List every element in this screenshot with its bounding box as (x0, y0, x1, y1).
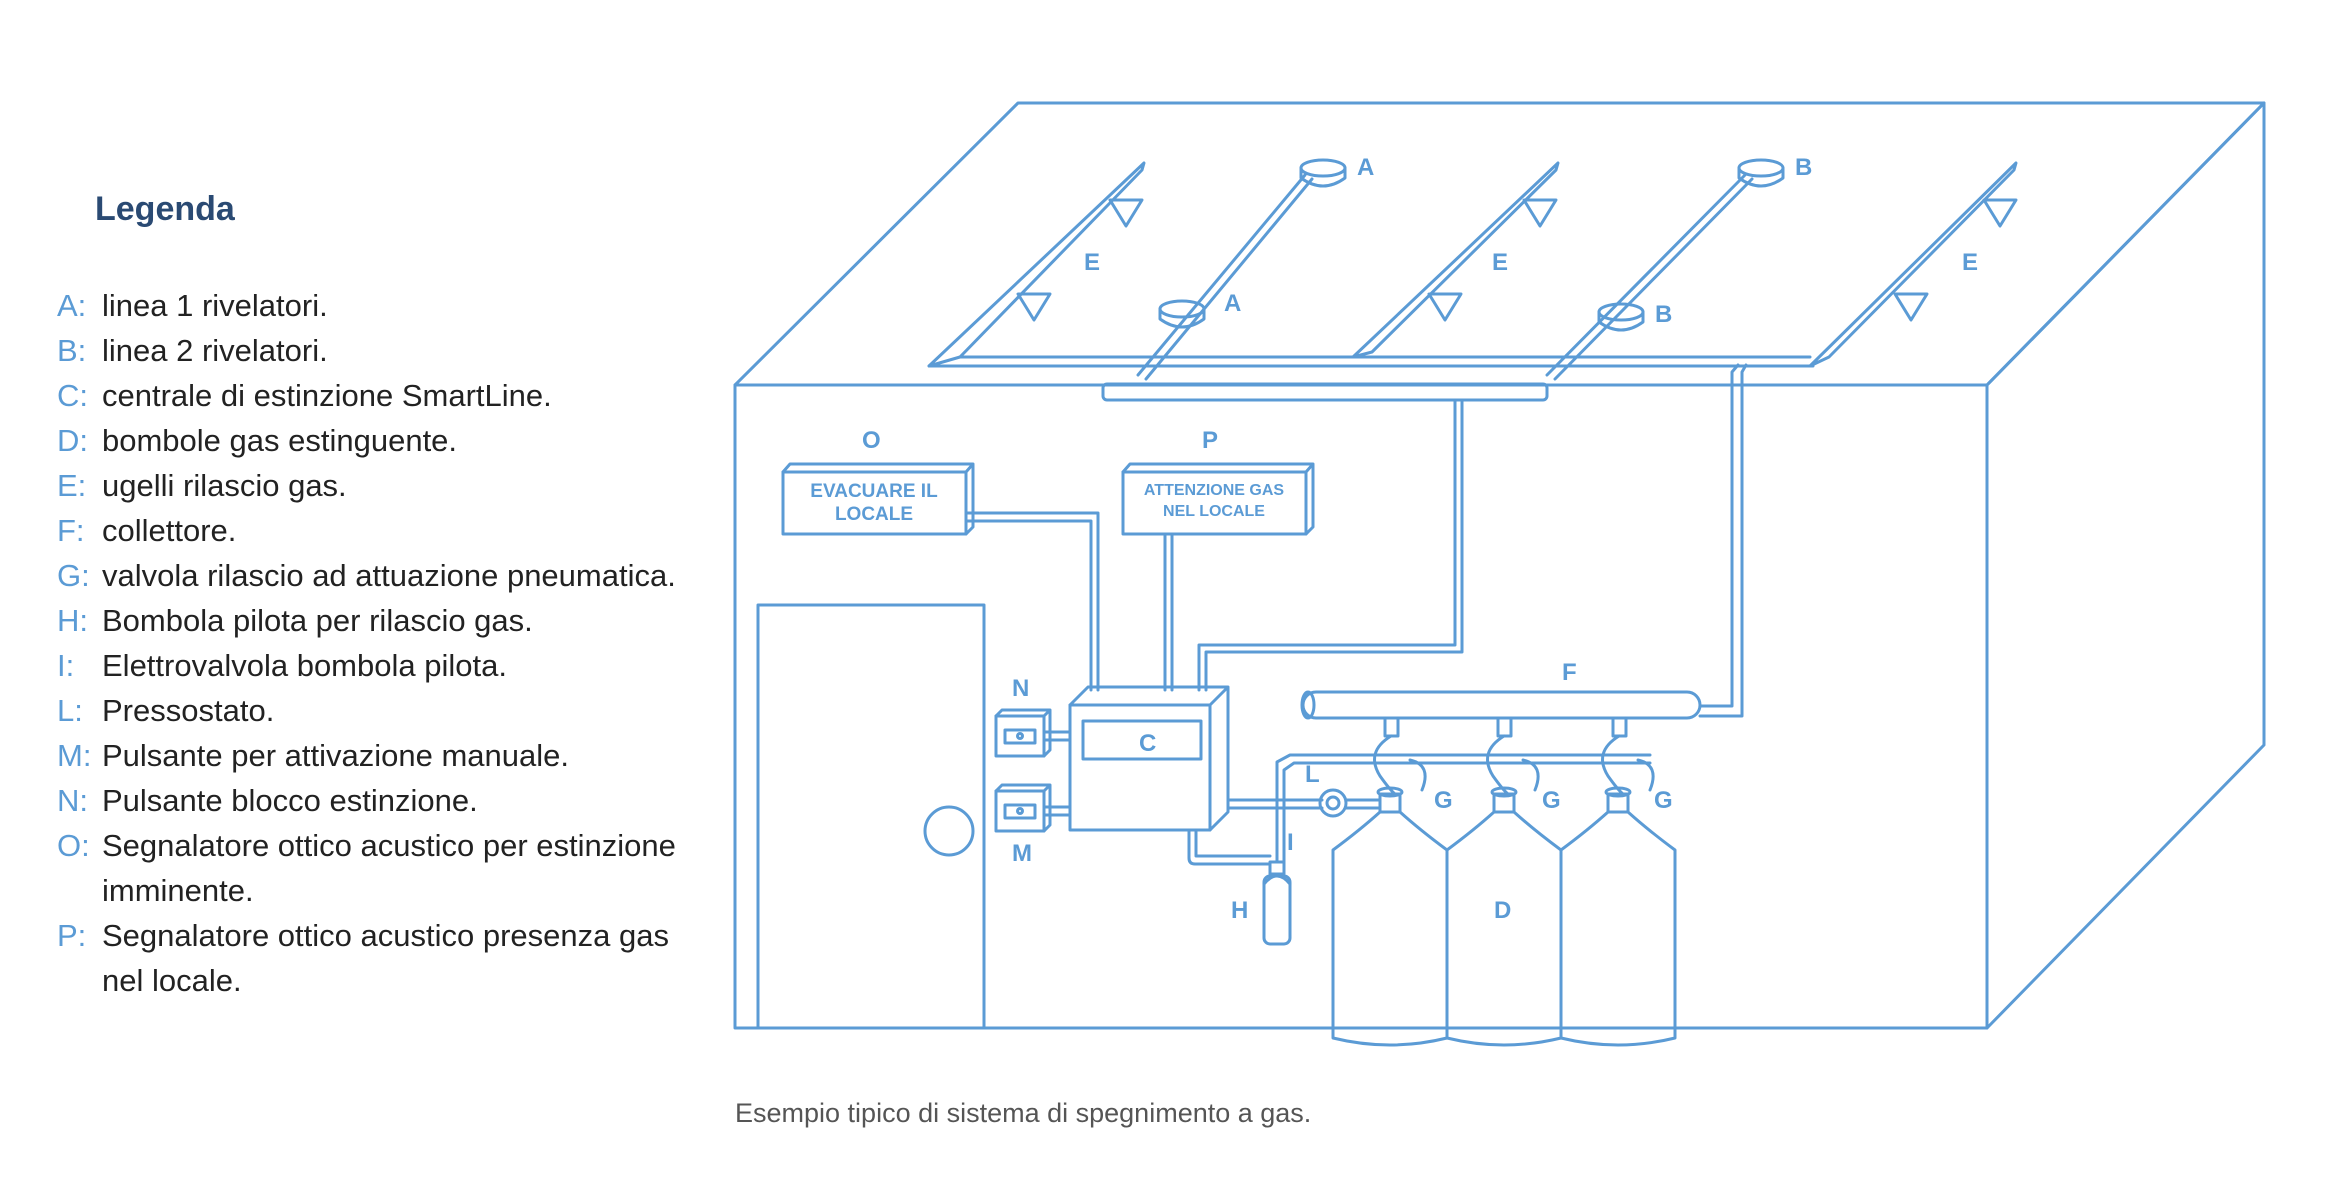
label-h: H (1231, 897, 1248, 924)
extinguishing-cylinder-1 (1331, 786, 1449, 1047)
legend-key: O: (57, 828, 90, 863)
label-e-3: E (1962, 249, 1978, 276)
legend-key: C: (57, 378, 88, 413)
pilot-cylinder (1262, 860, 1292, 946)
legend-item: O: Segnalatore ottico acustico per estinz… (57, 823, 677, 913)
legend-key: I: (57, 648, 75, 683)
legend-item: H: Bombola pilota per rilascio gas. (57, 598, 677, 643)
label-c: C (1139, 730, 1156, 757)
legend-text: ugelli rilascio gas. (102, 468, 347, 503)
nozzle-line-3 (1808, 161, 2018, 368)
legend-item: L: Pressostato. (57, 688, 677, 733)
legend-text: centrale di estinzione SmartLine. (102, 378, 552, 413)
label-a-top: A (1357, 154, 1374, 181)
label-e-1: E (1084, 249, 1100, 276)
label-g-1: G (1434, 787, 1453, 814)
extinguishing-cylinder-3 (1559, 786, 1677, 1047)
pressure-switch (1318, 788, 1382, 818)
legend-text: Bombola pilota per rilascio gas. (102, 603, 533, 638)
pushbutton-n (994, 708, 1072, 758)
legend-key: A: (57, 288, 87, 323)
legend-item: G: valvola rilascio ad attuazione pneumat… (57, 553, 677, 598)
legend-key: F: (57, 513, 85, 548)
legend-key: D: (57, 423, 88, 458)
legend-text: bombole gas estinguente. (102, 423, 458, 458)
label-a-bottom: A (1224, 290, 1241, 317)
diagram-caption: Esempio tipico di sistema di spegnimento… (735, 1098, 1312, 1128)
nozzle-line-1 (927, 161, 1146, 368)
legend-key: N: (57, 783, 88, 818)
legend-text: collettore. (102, 513, 237, 548)
signaler-p (1121, 462, 1315, 536)
signaler-o (781, 462, 975, 536)
legend-item: F: collettore. (57, 508, 677, 553)
label-b-top: B (1795, 154, 1812, 181)
label-m: M (1012, 840, 1032, 867)
legend-item: C: centrale di estinzione SmartLine. (57, 373, 677, 418)
room-box (733, 101, 2266, 1030)
label-e-2: E (1492, 249, 1508, 276)
label-d: D (1494, 897, 1511, 924)
legend-item: A: linea 1 rivelatori. (57, 283, 677, 328)
door (756, 603, 986, 1030)
label-b-bottom: B (1655, 301, 1672, 328)
detector-line-b (1545, 158, 1785, 381)
legend-text: Segnalatore ottico acustico per estinzio… (102, 828, 676, 908)
legend-item: I: Elettrovalvola bombola pilota. (57, 643, 677, 688)
sign-o-line-2: LOCALE (835, 504, 913, 525)
legend-list: A: linea 1 rivelatori. B: linea 2 rivelator… (57, 283, 677, 1003)
pushbutton-m (994, 783, 1072, 833)
nozzle-line-2 (1351, 161, 1560, 359)
sign-o-line-1: EVACUARE IL (810, 481, 938, 502)
label-g-2: G (1542, 787, 1561, 814)
manifold (1300, 690, 1702, 720)
legend-text: valvola rilascio ad attuazione pneumatic… (102, 558, 676, 593)
label-g-3: G (1654, 787, 1673, 814)
legend-text: Elettrovalvola bombola pilota. (102, 648, 507, 683)
legend-key: L: (57, 693, 83, 728)
legend-key: P: (57, 918, 87, 953)
legend-item: D: bombole gas estinguente. (57, 418, 677, 463)
legend-key: H: (57, 603, 88, 638)
label-l: L (1305, 761, 1320, 788)
legend-title: Legenda (95, 190, 235, 228)
legend-item: P: Segnalatore ottico acustico presenza g… (57, 913, 677, 1003)
legend-text: Pulsante blocco estinzione. (102, 783, 478, 818)
detector-line-a (1136, 158, 1347, 381)
label-o: O (862, 427, 881, 454)
legend-text: linea 2 rivelatori. (102, 333, 328, 368)
legend-text: Pressostato. (102, 693, 275, 728)
legend-item: B: linea 2 rivelatori. (57, 328, 677, 373)
legend-key: B: (57, 333, 87, 368)
legend-text: Pulsante per attivazione manuale. (102, 738, 570, 773)
legend-key: E: (57, 468, 87, 503)
legend-item: M: Pulsante per attivazione manuale. (57, 733, 677, 778)
legend-key: G: (57, 558, 90, 593)
control-panel (1068, 685, 1230, 832)
extinguishing-cylinder-2 (1445, 786, 1563, 1047)
legend-item: E: ugelli rilascio gas. (57, 463, 677, 508)
legend-item: N: Pulsante blocco estinzione. (57, 778, 677, 823)
legend-text: Segnalatore ottico acustico presenza gas… (102, 918, 669, 998)
sign-p-line-1: ATTENZIONE GAS (1144, 482, 1284, 499)
label-f: F (1562, 659, 1577, 686)
label-i: I (1287, 829, 1294, 856)
label-p: P (1202, 427, 1218, 454)
legend-key: M: (57, 738, 92, 773)
label-n: N (1012, 675, 1029, 702)
sign-p-line-2: NEL LOCALE (1163, 503, 1265, 520)
legend-text: linea 1 rivelatori. (102, 288, 328, 323)
